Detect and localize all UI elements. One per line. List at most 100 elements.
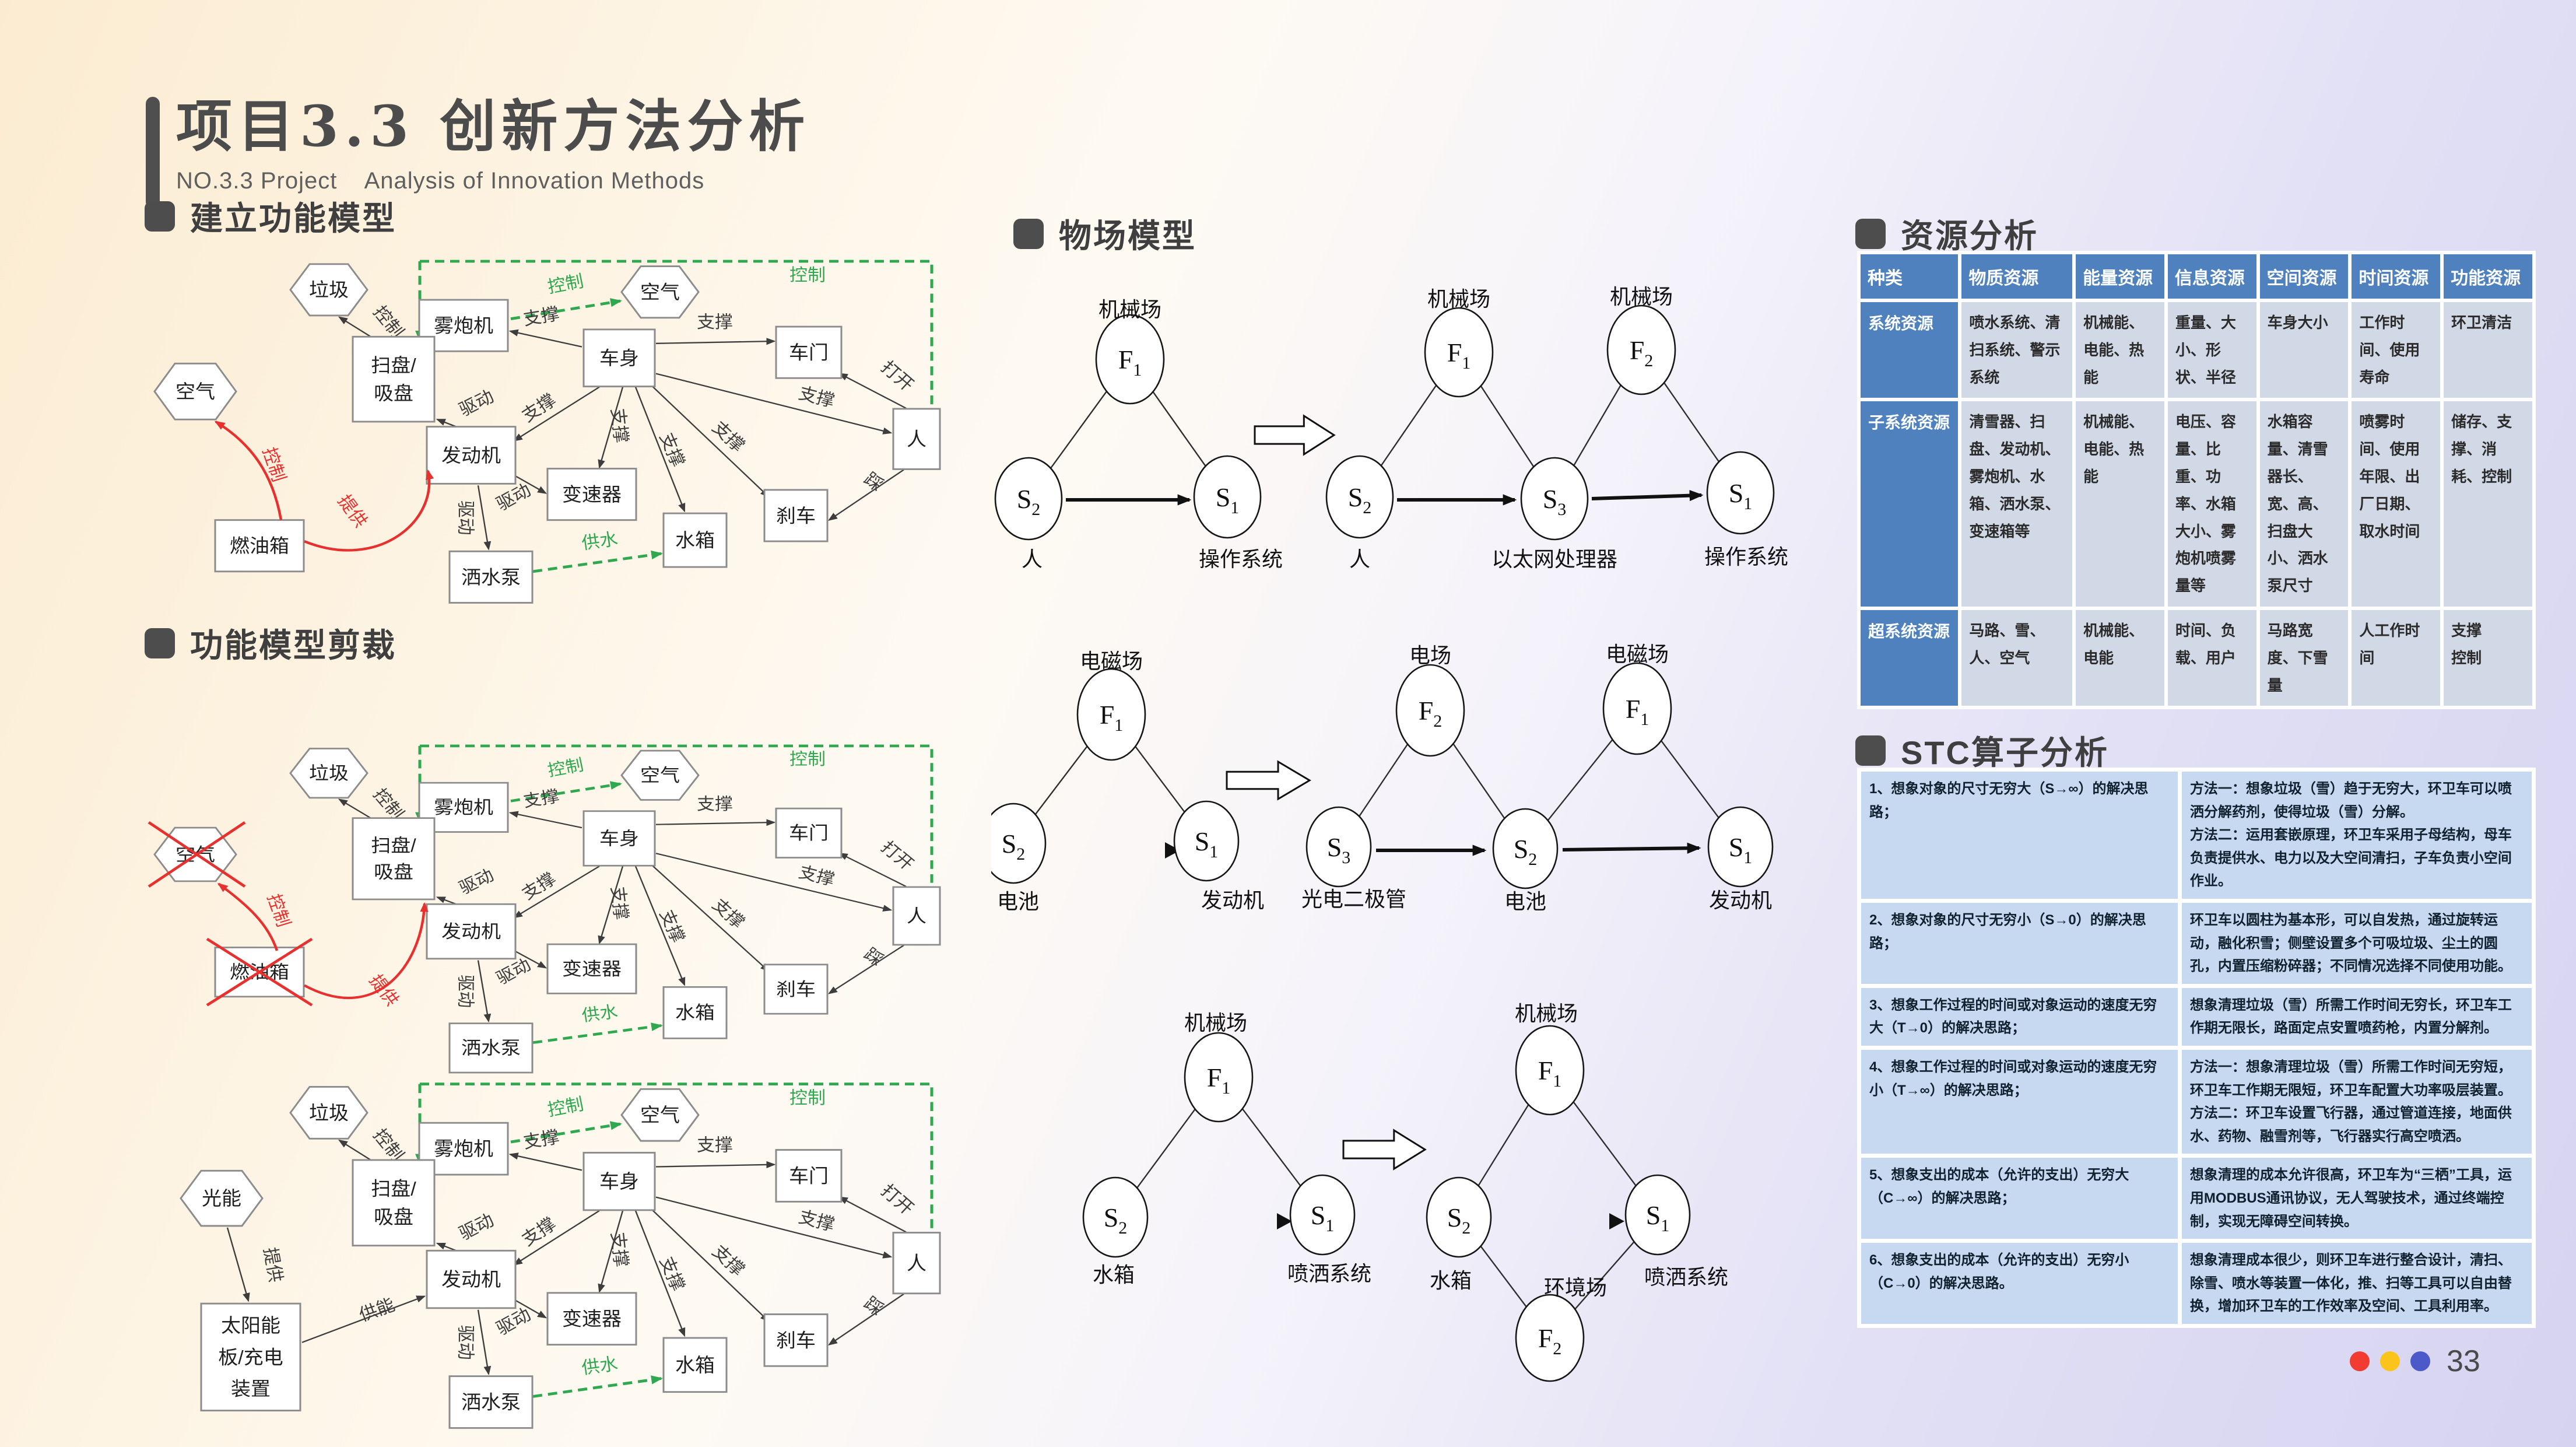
diagram-ellipse <box>1184 1032 1254 1123</box>
diagram-line <box>514 950 548 969</box>
function-model-trimmed-diagram-2: 控制控制控制支撑支撑打开支撑支撑支撑支撑支撑驱动驱动驱动踩供水垃圾空气雾炮机车身… <box>134 1029 962 1435</box>
stc-solution-cell: 想象清理的成本允许很高，环卫车为“三栖”工具，运用MODBUS通讯协议，无人驾驶… <box>2181 1158 2532 1239</box>
edge-label: 支撑 <box>522 1127 561 1152</box>
table-row: 超系统资源马路、雪、人、空气机械能、电能时间、负载、用户马路宽度、下雪量人工作时… <box>1861 609 2532 706</box>
edge-label: 提供 <box>260 1246 286 1284</box>
resource-header-cell: 时间资源 <box>2352 254 2441 299</box>
diagram-tspan: F <box>1100 700 1115 730</box>
edge-label: 驱动 <box>456 387 497 420</box>
diagram-tspan: 1 <box>1743 494 1752 513</box>
edge-label: 控制 <box>369 302 408 341</box>
diagram-line <box>828 944 904 994</box>
resource-cell: 水箱容量、清雪器长、宽、高、扫盘大小、洒水泵尺寸 <box>2259 401 2349 607</box>
substance-symbol: F1 <box>1538 1056 1562 1091</box>
diagram-line <box>649 1207 770 1322</box>
node-solar-panel-charger <box>200 1302 301 1411</box>
caption: 发动机 <box>1709 888 1772 912</box>
node-spray-pump <box>448 1022 534 1074</box>
diagram-tspan: S <box>1514 834 1529 864</box>
diagram-tspan: F <box>1630 335 1645 365</box>
diagram-tspan: 1 <box>1743 848 1752 867</box>
diagram-ellipse <box>1076 668 1146 761</box>
node-label: 车门 <box>789 342 829 363</box>
diagram-line <box>634 387 686 513</box>
diagram-tspan: S <box>1311 1200 1326 1230</box>
diagram-svg: 控制控制控制支撑支撑打开支撑支撑支撑支撑支撑驱动驱动驱动踩供水垃圾空气雾炮机车身… <box>153 260 941 604</box>
substance-symbol: S2 <box>1002 829 1026 864</box>
diagram-line <box>598 1210 624 1294</box>
transform-arrow-icon <box>1254 414 1336 456</box>
stc-solution-cell: 想象清理成本很少，则环卫车进行整合设计，清扫、除雪、喷水等装置一体化，推、扫等工… <box>2181 1243 2532 1324</box>
diagram-tspan: 1 <box>1661 1216 1669 1235</box>
edge-label: 驱动 <box>493 1305 534 1339</box>
resource-cell: 环卫清洁 <box>2444 302 2532 398</box>
caption: 电磁场 <box>1606 642 1669 666</box>
edge-label: 供水 <box>581 1003 619 1025</box>
title-accent-bar <box>146 97 160 209</box>
node-label: 水箱 <box>675 1003 715 1023</box>
diagram-line <box>513 386 600 442</box>
diagram-tspan: S <box>1348 482 1363 512</box>
node-label: 扫盘/ <box>371 355 416 376</box>
diagram-line <box>655 853 893 912</box>
diagram-line <box>655 819 776 826</box>
node-air-left <box>153 362 237 421</box>
edge-label: 支撑 <box>796 1207 837 1235</box>
resource-header-cell: 种类 <box>1861 254 1959 299</box>
edge-label: 支撑 <box>796 863 837 889</box>
edge-label: 供水 <box>580 1354 619 1378</box>
diagram-tspan: 1 <box>1230 498 1239 517</box>
diagram-ellipse <box>1515 1025 1585 1116</box>
resource-category-cell: 系统资源 <box>1861 302 1959 398</box>
arrowhead-icon <box>1609 1213 1624 1229</box>
diagram-tspan: 1 <box>1222 1078 1230 1098</box>
node-person <box>892 886 941 946</box>
diagram-tspan: F <box>1538 1323 1553 1353</box>
resource-table: 种类物质资源能量资源信息资源空间资源时间资源功能资源系统资源喷水系统、清扫系统、… <box>1857 251 2536 710</box>
resource-cell: 清雪器、扫盘、发动机、雾炮机、水箱、洒水泵、变速箱等 <box>1961 401 2073 607</box>
stc-operator-cell: 3、想象工作过程的时间或对象运动的速度无穷大（T→0）的解决思路； <box>1861 987 2178 1046</box>
diagram-line <box>649 862 770 972</box>
table-row: 子系统资源清雪器、扫盘、发动机、雾炮机、水箱、洒水泵、变速箱等机械能、电能、热能… <box>1861 401 2532 607</box>
node-car-door <box>775 325 843 379</box>
diagram-tspan: F <box>1118 345 1133 374</box>
resource-cell: 马路、雪、人、空气 <box>1961 609 2073 706</box>
node-engine <box>426 1249 517 1309</box>
node-label: 人 <box>907 906 926 926</box>
substance-symbol: F2 <box>1630 335 1654 370</box>
resource-cell: 机械能、电能 <box>2076 609 2164 706</box>
diagram-ellipse <box>994 457 1063 541</box>
node-label: 刹车 <box>776 979 816 999</box>
edge-label: 控制 <box>369 1126 407 1165</box>
edge-label: 驱动 <box>493 481 535 514</box>
title-block: 项目3.3 创新方法分析 NO.3.3 Project Analysis of … <box>146 89 810 209</box>
diagram-svg: 控制控制控制支撑支撑打开支撑支撑支撑支撑支撑驱动驱动驱动踩供水垃圾空气雾炮机车身… <box>180 1082 941 1429</box>
resource-cell: 车身大小 <box>2259 302 2349 398</box>
diagram-line <box>655 373 893 435</box>
node-label: 人 <box>907 1253 926 1274</box>
diagram-ellipse <box>1602 662 1672 755</box>
resource-header-cell: 信息资源 <box>2167 254 2256 299</box>
table-row: 5、想象支出的成本（允许的支出）无穷大（C→∞）的解决思路；想象清理的成本允许很… <box>1861 1158 2532 1239</box>
edge-label: 供能 <box>356 1295 397 1325</box>
section-bullet-icon <box>145 628 175 658</box>
node-label: 发动机 <box>441 1270 501 1291</box>
arrowhead-icon <box>1165 842 1180 859</box>
caption: 人 <box>1349 547 1370 571</box>
substance-symbol: S2 <box>1514 834 1538 869</box>
diagram-tspan: F <box>1207 1063 1222 1092</box>
edge-label: 支撑 <box>708 1242 749 1280</box>
node-label: 垃圾 <box>309 280 349 301</box>
diagram-ellipse <box>1707 806 1774 888</box>
edge-label: 提供 <box>334 492 371 531</box>
table-row: 1、想象对象的尺寸无穷大（S→∞）的解决思路；方法一：想象垃圾（雪）趋于无穷大，… <box>1861 772 2532 899</box>
footer: 33 <box>2350 1344 2480 1379</box>
node-water-tank <box>662 986 728 1039</box>
caption: 机械场 <box>1515 1001 1578 1025</box>
node-garbage <box>289 263 368 317</box>
node-label: 变速器 <box>562 1309 622 1330</box>
caption: 电池 <box>1504 889 1546 913</box>
diagram-tspan: 2 <box>1433 712 1442 731</box>
diagram-ellipse <box>1082 1176 1149 1258</box>
